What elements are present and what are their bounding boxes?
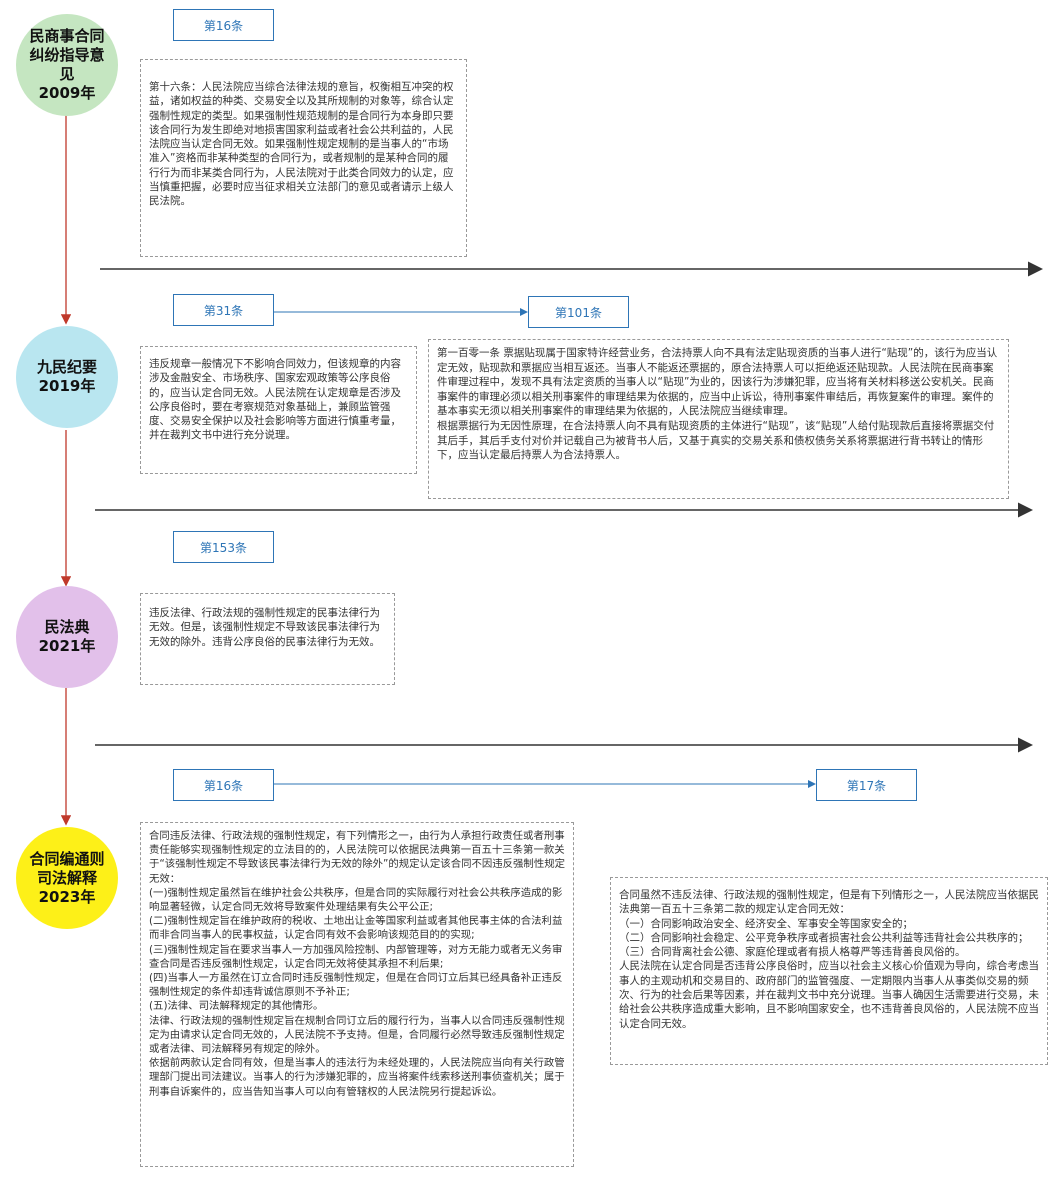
note-2021-article153: 违反法律、行政法规的强制性规定的民事法律行为无效。但是，该强制性规定不导致该民事… bbox=[140, 593, 395, 685]
era-title-2021: 民法典 2021年 bbox=[38, 618, 96, 655]
era-title-2023: 合同编通则 司法解释 2023年 bbox=[29, 849, 105, 906]
note-2009-article16: 第十六条：人民法院应当综合法律法规的意旨，权衡相互冲突的权益，诸如权益的种类、交… bbox=[140, 59, 467, 257]
note-2023-article17: 合同虽然不违反法律、行政法规的强制性规定，但是有下列情形之一，人民法院应当依据民… bbox=[610, 877, 1048, 1065]
note-2023-article16: 合同违反法律、行政法规的强制性规定，有下列情形之一，由行为人承担行政责任或者刑事… bbox=[140, 822, 574, 1167]
note-2019-article101: 第一百零一条 票据贴现属于国家特许经营业务，合法持票人向不具有法定贴现资质的当事… bbox=[428, 339, 1009, 499]
article-box-2019-31: 第31条 bbox=[173, 294, 274, 326]
era-circle-2021: 民法典 2021年 bbox=[16, 586, 118, 688]
era-title-2019: 九民纪要 2019年 bbox=[36, 358, 97, 395]
article-box-2009-16: 第16条 bbox=[173, 9, 274, 41]
article-box-2023-17: 第17条 bbox=[816, 769, 917, 801]
article-box-2021-153: 第153条 bbox=[173, 531, 274, 563]
article-box-2019-101: 第101条 bbox=[528, 296, 629, 328]
era-circle-2019: 九民纪要 2019年 bbox=[16, 326, 118, 428]
era-circle-2023: 合同编通则 司法解释 2023年 bbox=[16, 827, 118, 929]
article-box-2023-16: 第16条 bbox=[173, 769, 274, 801]
era-title-2009: 民商事合同 纠纷指导意 见 2009年 bbox=[29, 27, 105, 102]
note-2019-article31: 违反规章一般情况下不影响合同效力，但该规章的内容涉及金融安全、市场秩序、国家宏观… bbox=[140, 346, 417, 474]
era-circle-2009: 民商事合同 纠纷指导意 见 2009年 bbox=[16, 14, 118, 116]
